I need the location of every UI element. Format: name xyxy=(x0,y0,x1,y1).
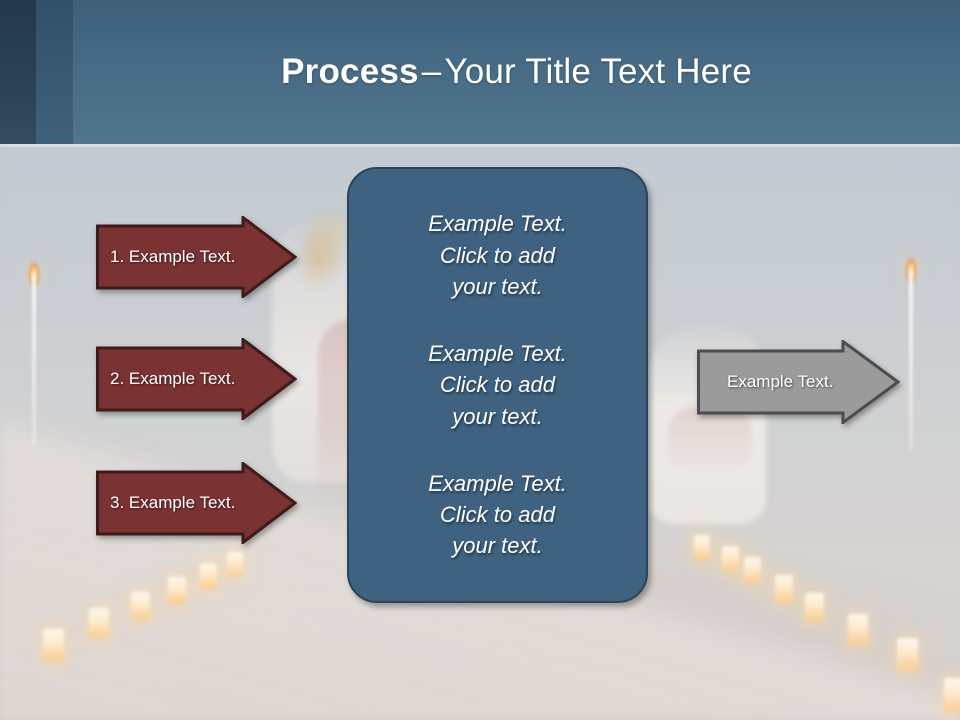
process-step-label: 1. Example Text. xyxy=(110,247,236,266)
process-step-arrow-2[interactable]: 2. Example Text. xyxy=(96,338,297,420)
votive-lantern xyxy=(227,552,243,577)
title-accent-band-mid xyxy=(36,0,73,144)
title-separator: – xyxy=(421,52,442,91)
votive-lantern xyxy=(89,608,109,639)
title-rest: Your Title Text Here xyxy=(444,52,752,91)
votive-lantern xyxy=(722,546,739,573)
candle-flame-icon xyxy=(27,256,41,286)
process-result-label: Example Text. xyxy=(727,372,834,391)
detail-paragraph-3: Example Text. Click to add your text. xyxy=(428,470,567,559)
process-step-arrow-3[interactable]: 3. Example Text. xyxy=(96,462,297,544)
slide-title-bar: Process – Your Title Text Here xyxy=(0,0,960,144)
detail-paragraph-1: Example Text. Click to add your text. xyxy=(428,211,567,299)
candle-stem xyxy=(909,272,913,450)
votive-lantern xyxy=(131,592,150,621)
votive-lantern xyxy=(775,575,793,604)
arrow-right-shape-icon xyxy=(96,462,297,544)
page-title: Process – Your Title Text Here xyxy=(73,0,960,144)
votive-lantern xyxy=(848,614,868,646)
title-strong: Process xyxy=(281,52,419,91)
process-result-arrow[interactable]: Example Text. xyxy=(697,340,900,424)
votive-lantern xyxy=(897,638,918,672)
title-accent-band-dark xyxy=(0,0,36,144)
arrow-right-shape-icon xyxy=(96,338,297,420)
arrow-right-shape-icon xyxy=(96,216,297,298)
votive-lantern xyxy=(168,577,186,605)
detail-paragraph-2: Example Text. Click to add your text. xyxy=(428,341,567,429)
votive-lantern xyxy=(805,593,824,623)
candle-stem xyxy=(32,276,36,446)
votive-lantern xyxy=(43,629,64,662)
process-detail-box[interactable]: Example Text. Click to add your text. Ex… xyxy=(347,167,648,603)
votive-lantern xyxy=(944,678,960,713)
candle-pillar-left xyxy=(11,242,57,446)
bride-hair xyxy=(286,222,350,314)
votive-lantern xyxy=(694,535,710,561)
candle-flame-icon xyxy=(904,252,918,282)
process-step-label: 3. Example Text. xyxy=(110,493,236,512)
arrow-right-shape-icon xyxy=(697,340,900,424)
candle-pillar-right xyxy=(888,238,934,450)
votive-lantern xyxy=(744,557,761,585)
process-step-label: 2. Example Text. xyxy=(110,369,236,388)
votive-lantern xyxy=(200,563,217,590)
title-underline xyxy=(0,144,960,147)
right-figure-accent xyxy=(668,406,752,476)
process-step-arrow-1[interactable]: 1. Example Text. xyxy=(96,216,297,298)
